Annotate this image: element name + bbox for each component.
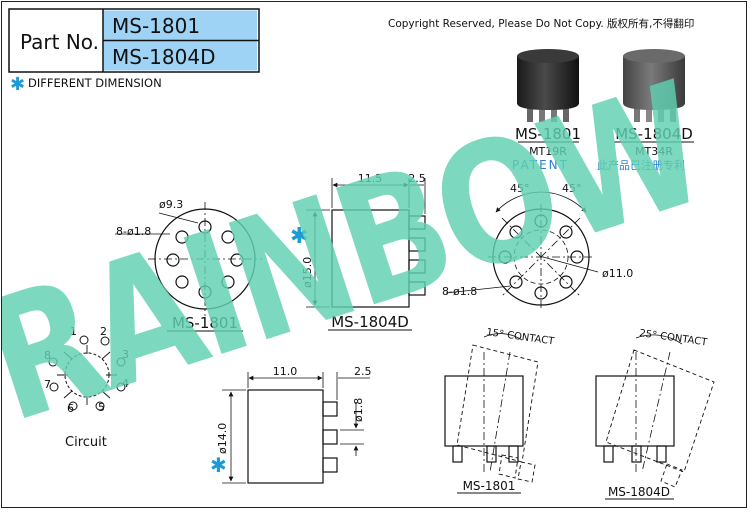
bottom-mid-side-view xyxy=(222,372,370,484)
circuit-pin-7: 7 xyxy=(44,378,51,391)
contact-1-angle-label: 15° CONTACT xyxy=(486,327,556,348)
bm-asterisk-icon: ✱ xyxy=(210,453,227,477)
circuit-pin-4: 4 xyxy=(122,377,129,390)
contact-2-angle-label: 25° CONTACT xyxy=(639,328,709,349)
product-name-1: MS-1801 xyxy=(515,125,581,143)
asterisk-icon: ✱ xyxy=(10,74,25,95)
patent-cn-text: 此产品已注册专利 xyxy=(597,158,685,172)
contact-drawing-ms1804d xyxy=(595,334,715,488)
circuit-diagram xyxy=(48,335,126,411)
part-number-1: MS-1801 xyxy=(112,14,200,38)
part-no-label: Part No. xyxy=(20,30,99,54)
product-code-1: MT19R xyxy=(529,145,567,158)
bm-pin-length-label: 2.5 xyxy=(354,365,372,378)
tm-asterisk-icon: ✱ xyxy=(290,224,308,249)
top-left-footprint xyxy=(115,202,262,316)
tm-pin-length-label: 2.5 xyxy=(408,172,426,185)
top-right-footprint xyxy=(445,191,599,310)
circuit-pin-8: 8 xyxy=(44,349,51,362)
contact-1-caption: MS-1801 xyxy=(463,479,516,493)
copyright-notice: Copyright Reserved, Please Do Not Copy. … xyxy=(388,17,694,30)
bm-pin-diameter-label: ø1.8 xyxy=(352,398,365,422)
product-photo-ms1801 xyxy=(517,49,579,122)
tr-angle-2: 45° xyxy=(562,182,582,195)
patent-text: PATENT xyxy=(512,158,569,172)
bm-height-label: ø14.0 xyxy=(216,423,229,454)
contact-drawing-ms1801 xyxy=(444,333,539,483)
contact-2-caption: MS-1804D xyxy=(608,485,670,499)
circuit-pin-2: 2 xyxy=(100,325,107,338)
circuit-pin-5: 5 xyxy=(98,401,105,414)
bm-width-label: 11.0 xyxy=(273,365,298,378)
circuit-pin-6: 6 xyxy=(67,402,74,415)
tm-height-label: ø15.0 xyxy=(301,257,314,288)
circuit-pin-1: 1 xyxy=(70,325,77,338)
tl-diameter-label: ø9.3 xyxy=(159,198,183,211)
part-number-box: Part No. MS-1801 MS-1804D xyxy=(8,8,260,73)
product-name-2: MS-1804D xyxy=(615,125,693,143)
tr-diameter-label: ø11.0 xyxy=(602,267,633,280)
tr-pin-label: 8-ø1.8 xyxy=(442,285,477,298)
circuit-pin-3: 3 xyxy=(122,348,129,361)
tl-pin-label: 8-ø1.8 xyxy=(116,225,151,238)
legend-text: DIFFERENT DIMENSION xyxy=(28,76,162,90)
tm-width-label: 11.5 xyxy=(358,172,383,185)
tr-angle-1: 45° xyxy=(510,182,530,195)
product-code-2: MT34R xyxy=(635,145,673,158)
tm-caption: MS-1804D xyxy=(331,313,409,331)
part-number-2: MS-1804D xyxy=(112,45,215,69)
circuit-caption: Circuit xyxy=(65,435,107,450)
tl-caption: MS-1801 xyxy=(172,314,238,332)
top-mid-side-view xyxy=(306,178,426,308)
product-photo-ms1804d xyxy=(623,49,685,122)
